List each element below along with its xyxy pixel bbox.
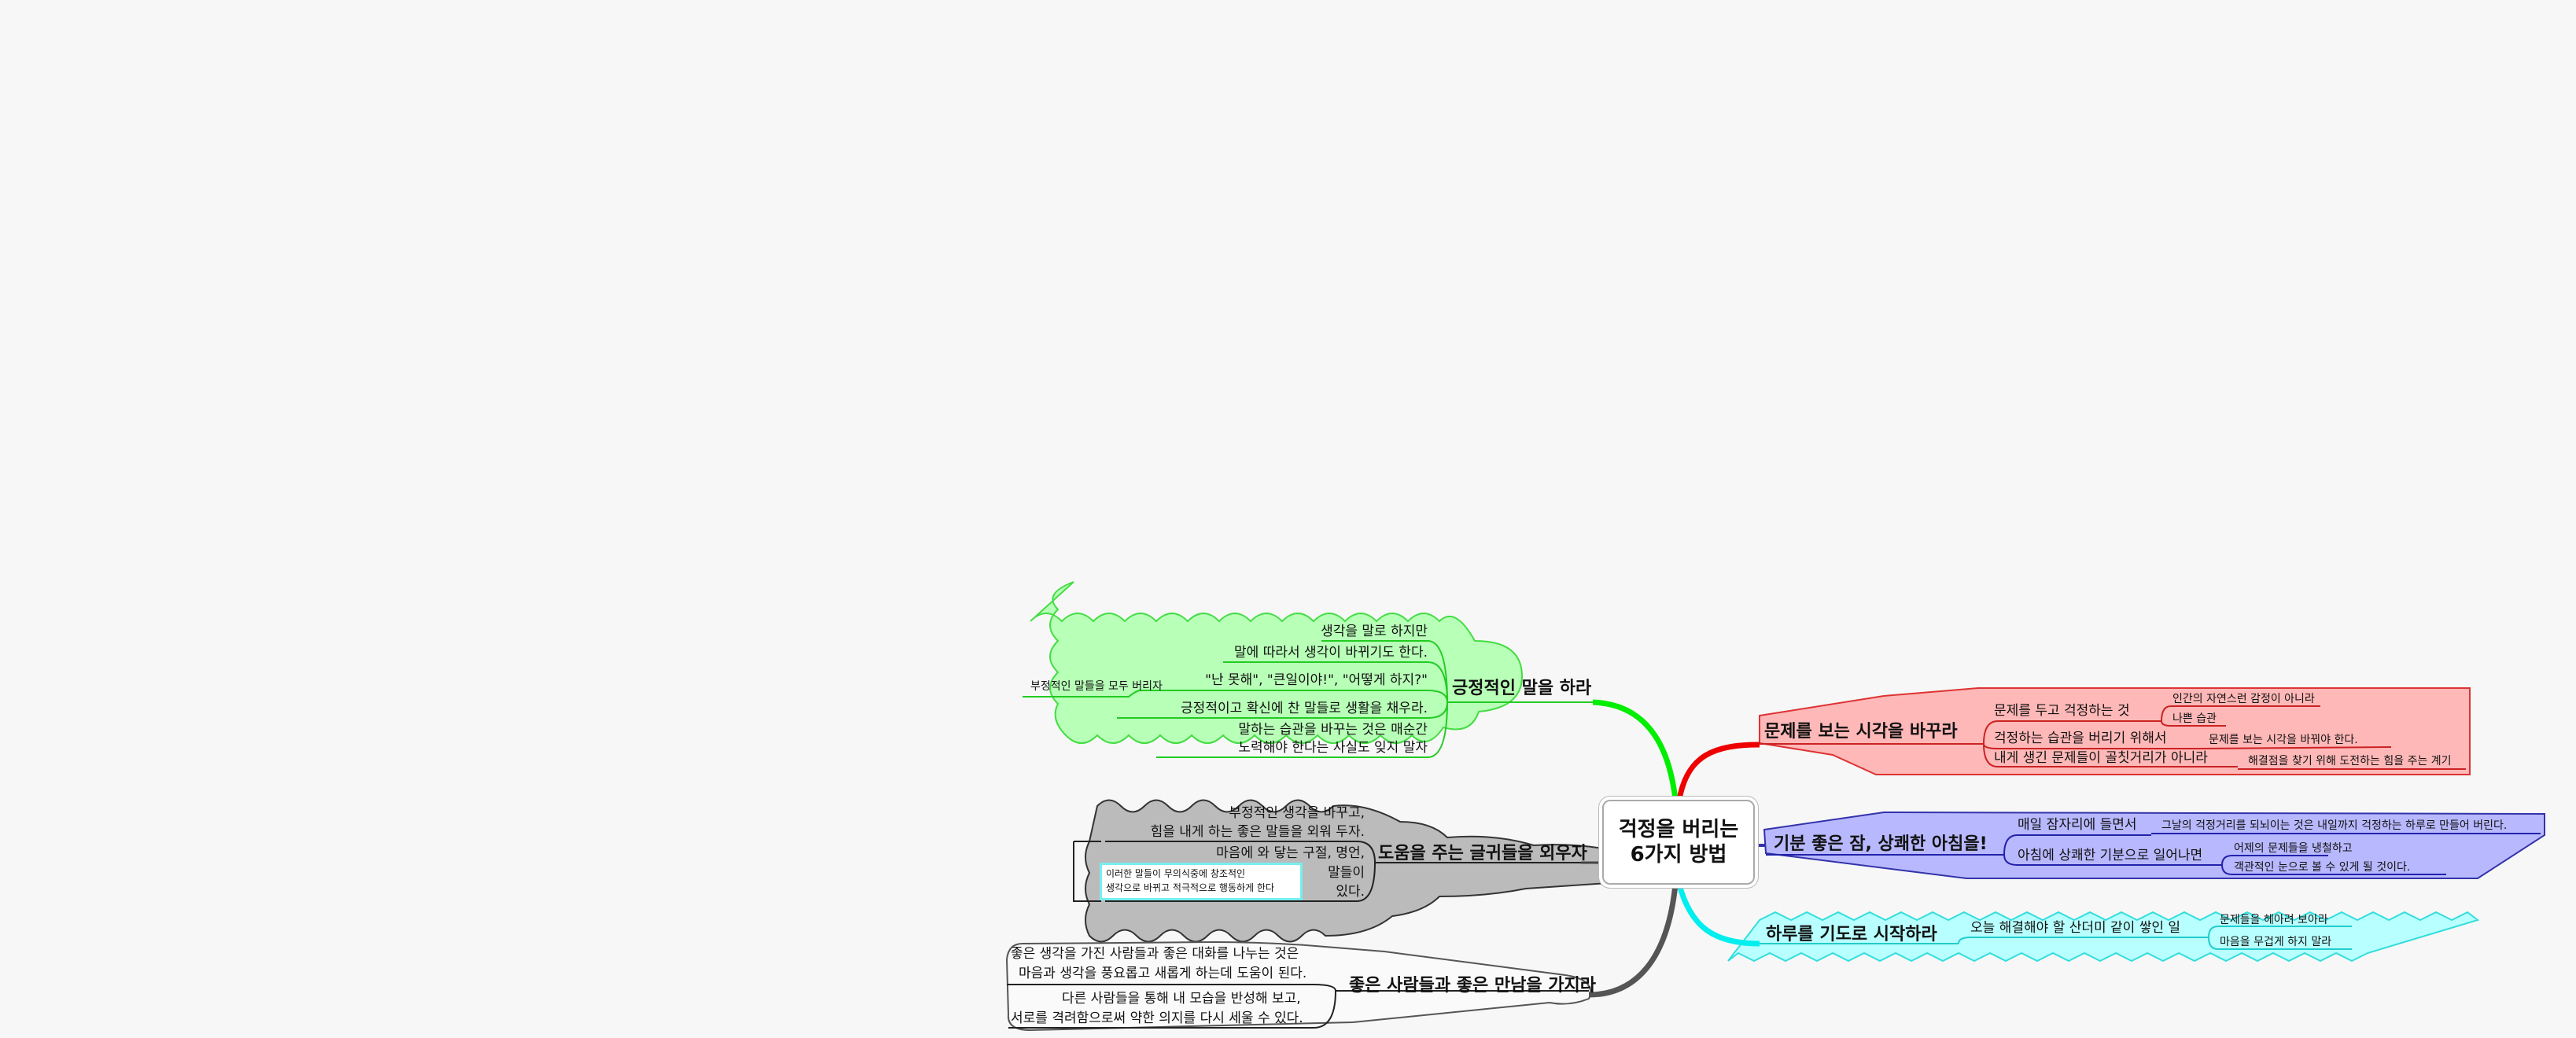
branch-perspective-title[interactable]: 문제를 보는 시각을 바꾸라 <box>1764 722 1958 742</box>
branch-memorize-title[interactable]: 도움을 주는 글귀들을 외우자 <box>1378 844 1587 863</box>
branch-item[interactable]: 있다. <box>1336 884 1365 900</box>
branch-positive-words-title[interactable]: 긍정적인 말을 하라 <box>1452 679 1592 698</box>
branch-item[interactable]: 마음과 생각을 풍요롭고 새롭게 하는데 도움이 된다. <box>1019 966 1307 981</box>
note-tooltip: 이러한 말들이 무의식중에 창조적인 생각으로 바뀌고 적극적으로 행동하게 한… <box>1100 863 1303 900</box>
branch-item[interactable]: 말들이 <box>1328 865 1365 881</box>
branch-subitem[interactable]: 해결점을 찾기 위해 도전하는 힘을 주는 계기 <box>2248 755 2452 767</box>
red-branch-lines <box>1760 705 2466 770</box>
branch-item[interactable]: 걱정하는 습관을 버리기 위해서 <box>1994 731 2167 746</box>
branch-item[interactable]: 말하는 습관을 바꾸는 것은 매순간 <box>1238 722 1428 738</box>
branch-subitem[interactable]: 그날의 걱정거리를 되뇌이는 것은 내일까지 걱정하는 하루로 만들어 버린다. <box>2161 819 2508 832</box>
branch-prayer-title[interactable]: 하루를 기도로 시작하라 <box>1766 925 1937 944</box>
branch-item[interactable]: 문제를 두고 걱정하는 것 <box>1994 703 2130 719</box>
branch-good-people-title[interactable]: 좋은 사람들과 좋은 만남을 가지라 <box>1349 976 1596 996</box>
branch-subitem[interactable]: 어제의 문제들을 냉철하고 <box>2234 842 2353 855</box>
red-branch-shape <box>1759 687 2471 775</box>
note-line: 이러한 말들이 무의식중에 창조적인 <box>1106 868 1246 879</box>
branch-subitem[interactable]: 인간의 자연스런 감정이 아니라 <box>2172 693 2315 705</box>
gray-wave-shape <box>1085 799 1653 943</box>
branch-item[interactable]: 생각을 말로 하지만 <box>1321 624 1428 639</box>
cyan-branch-lines <box>1760 926 2352 950</box>
branch-item[interactable]: 서로를 격려함으로써 약한 의지를 다시 세울 수 있다. <box>1011 1010 1303 1026</box>
branch-item[interactable]: 부정적인 생각을 바꾸고, <box>1229 805 1365 821</box>
branch-item[interactable]: 마음에 와 닿는 구절, 명언, <box>1216 845 1365 861</box>
branch-item[interactable]: 오늘 해결해야 할 산더미 같이 쌓인 일 <box>1970 920 2181 936</box>
branch-item[interactable]: "난 못해", "큰일이야!", "어떻게 하지?" <box>1205 672 1428 688</box>
branch-item[interactable]: 내게 생긴 문제들이 골칫거리가 아니라 <box>1994 750 2208 766</box>
branch-item[interactable]: 노력해야 한다는 사실도 잊지 말자 <box>1238 740 1428 756</box>
branch-item[interactable]: 힘을 내게 하는 좋은 말들을 외워 두자. <box>1150 824 1365 840</box>
central-topic-line2: 6가지 방법 <box>1630 843 1727 867</box>
gray-branch-lines <box>1007 841 1589 1029</box>
white-branch-shape <box>1005 940 1592 1032</box>
central-topic-line1: 걱정을 버리는 <box>1618 817 1739 841</box>
blue-branch-shape <box>1763 811 2545 879</box>
branch-item[interactable]: 좋은 생각을 가진 사람들과 좋은 대화를 나누는 것은 <box>1011 946 1299 962</box>
branch-item[interactable]: 다른 사람들을 통해 내 모습을 반성해 보고, <box>1062 991 1301 1007</box>
branch-item[interactable]: 매일 잠자리에 들면서 <box>2018 817 2137 833</box>
connector-white <box>1588 884 1679 998</box>
connector-cyan <box>1676 884 1760 947</box>
branch-item[interactable]: 긍정적이고 확신에 찬 말들로 생활을 채우라. <box>1181 701 1428 716</box>
branch-item[interactable]: 아침에 상쾌한 기분으로 일어나면 <box>2018 848 2203 863</box>
blue-branch-lines <box>1766 833 2541 875</box>
branch-subitem[interactable]: 마음을 무겁게 하지 말라 <box>2220 936 2332 948</box>
note-line: 생각으로 바뀌고 적극적으로 행동하게 한다 <box>1106 882 1274 893</box>
connector-green <box>1592 699 1679 801</box>
central-topic[interactable]: 걱정을 버리는 6가지 방법 <box>1602 800 1755 885</box>
connector-red <box>1676 742 1760 801</box>
branch-subitem[interactable]: 문제를 보는 시각을 바꿔야 한다. <box>2209 734 2358 746</box>
branch-subitem[interactable]: 부정적인 말들을 모두 버리자 <box>1030 680 1163 693</box>
branch-subitem[interactable]: 객관적인 눈으로 볼 수 있게 될 것이다. <box>2234 861 2411 874</box>
branch-subitem[interactable]: 문제들을 헤아려 보아라 <box>2220 914 2328 926</box>
branch-sleep-title[interactable]: 기분 좋은 잠, 상쾌한 아침을! <box>1774 834 1988 854</box>
green-branch-lines <box>1023 640 1593 758</box>
branch-subitem[interactable]: 나쁜 습관 <box>2172 712 2217 725</box>
branch-item[interactable]: 말에 따라서 생각이 바뀌기도 한다. <box>1234 645 1428 661</box>
